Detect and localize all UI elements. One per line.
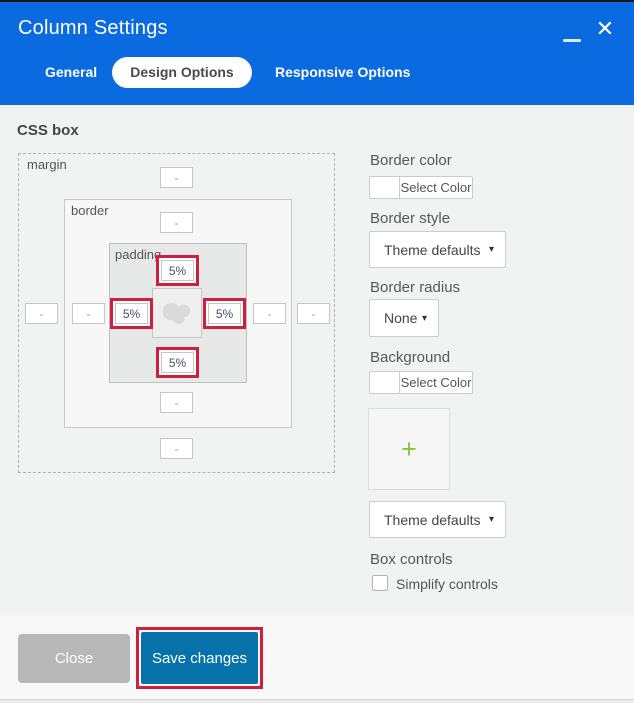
background-image-upload[interactable]: +	[368, 408, 450, 490]
css-box-heading: CSS box	[17, 122, 79, 139]
highlight-box-save-button: Save changes	[136, 627, 263, 689]
border-style-value: Theme defaults	[384, 241, 481, 258]
border-right-input[interactable]	[253, 303, 286, 324]
close-icon[interactable]: ✕	[595, 16, 615, 41]
margin-right-input[interactable]	[297, 303, 330, 324]
dialog-content: CSS box margin border padding	[0, 105, 634, 615]
highlight-box-padding-top	[156, 255, 199, 286]
chevron-down-icon: ▾	[488, 514, 494, 525]
minimize-bar	[563, 39, 581, 42]
border-color-swatch	[370, 177, 400, 198]
background-label: Background	[370, 349, 451, 366]
border-style-select[interactable]: Theme defaults ▾	[369, 231, 506, 268]
padding-right-input[interactable]	[208, 303, 241, 324]
highlight-box-padding-right	[203, 298, 246, 329]
border-bottom-input[interactable]	[160, 392, 193, 413]
simplify-controls-label[interactable]: Simplify controls	[396, 576, 498, 592]
close-button[interactable]: Close	[18, 634, 130, 683]
dialog-header: Column Settings ✕ General Design Options…	[0, 2, 634, 105]
margin-box	[18, 153, 335, 473]
border-radius-value: None	[384, 310, 418, 326]
padding-bottom-input[interactable]	[161, 352, 194, 373]
highlight-box-padding-bottom	[156, 347, 199, 378]
chevron-down-icon: ▾	[488, 244, 494, 255]
background-color-swatch	[370, 372, 400, 393]
plus-icon: +	[401, 433, 417, 464]
minimize-icon[interactable]	[560, 22, 584, 46]
save-changes-button[interactable]: Save changes	[141, 632, 258, 684]
background-color-picker-button[interactable]: Select Color	[369, 371, 473, 394]
margin-left-input[interactable]	[25, 303, 58, 324]
border-radius-select[interactable]: None ▾	[369, 299, 439, 337]
background-style-select[interactable]: Theme defaults ▾	[369, 501, 506, 538]
border-style-label: Border style	[370, 210, 451, 227]
window-bottom-edge	[0, 699, 634, 703]
border-label: border	[71, 203, 109, 218]
tab-design-options[interactable]: Design Options	[112, 57, 252, 88]
border-top-input[interactable]	[160, 212, 193, 233]
chevron-down-icon: ▾	[421, 312, 427, 324]
margin-bottom-input[interactable]	[160, 438, 193, 459]
background-color-picker-label: Select Color	[400, 375, 472, 390]
highlight-box-padding-left	[110, 298, 153, 329]
padding-left-input[interactable]	[115, 303, 148, 324]
border-color-picker-label: Select Color	[400, 180, 472, 195]
box-controls-label: Box controls	[370, 551, 453, 568]
border-radius-label: Border radius	[370, 279, 461, 296]
dialog-footer: Close Save changes	[0, 615, 634, 699]
simplify-controls-checkbox[interactable]	[372, 575, 388, 591]
tab-responsive-options[interactable]: Responsive Options	[275, 64, 411, 80]
padding-top-input[interactable]	[161, 260, 194, 281]
tab-general[interactable]: General	[45, 64, 98, 80]
background-style-value: Theme defaults	[384, 511, 481, 528]
border-color-picker-button[interactable]: Select Color	[369, 176, 473, 199]
window-top-edge	[0, 0, 634, 2]
wpbakery-cloud-icon	[162, 302, 191, 324]
margin-label: margin	[27, 157, 67, 172]
margin-top-input[interactable]	[160, 167, 193, 188]
border-left-input[interactable]	[72, 303, 105, 324]
dialog-title: Column Settings	[18, 17, 168, 39]
border-color-label: Border color	[370, 152, 452, 169]
padding-label: padding	[115, 247, 162, 262]
element-preview-box	[152, 288, 202, 338]
